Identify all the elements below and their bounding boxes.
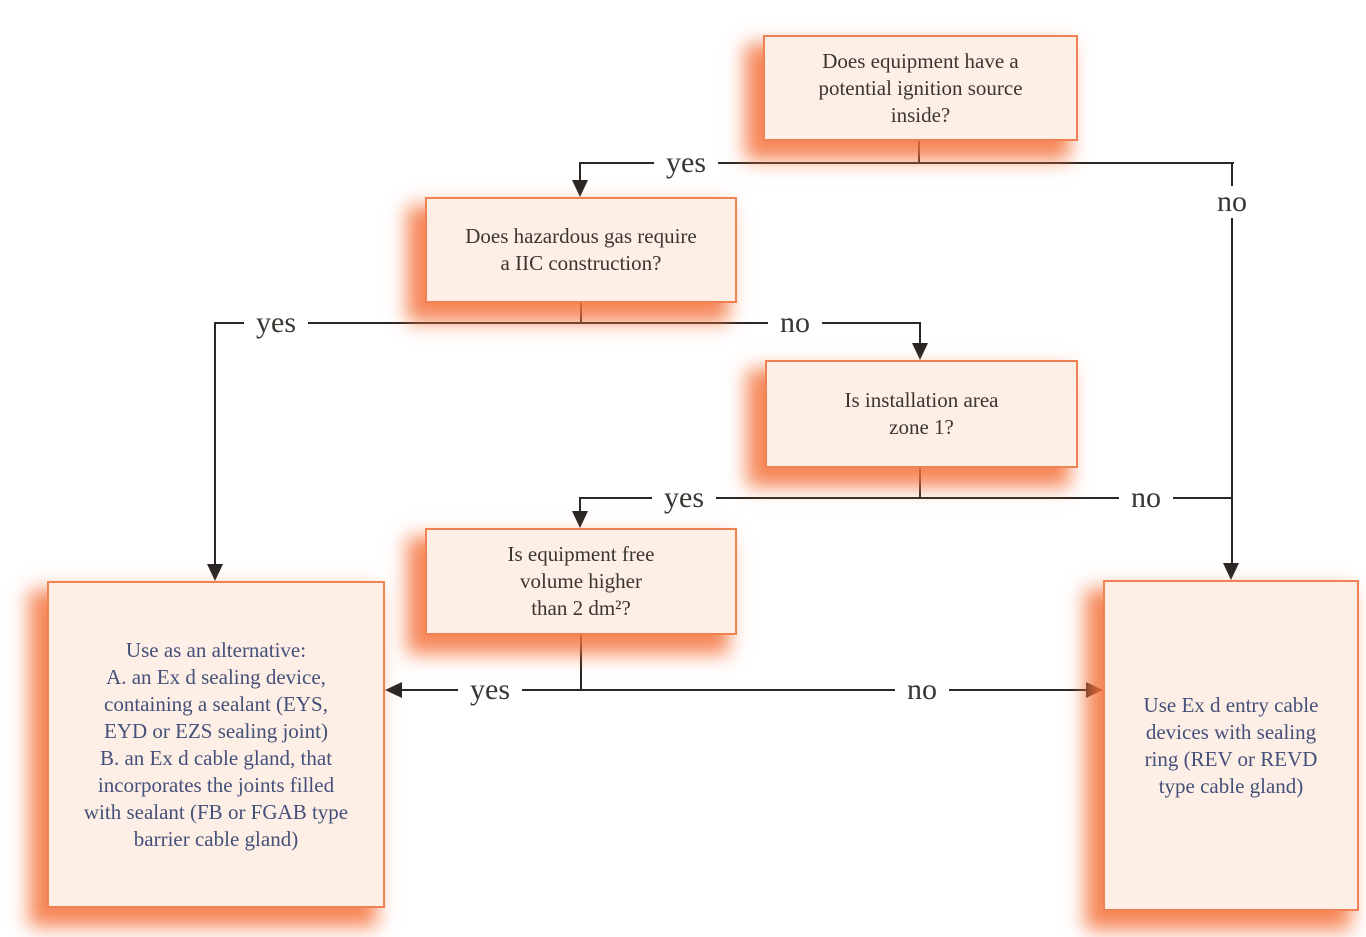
connector-ignition-no-drop (1231, 162, 1233, 564)
connector-zone-branch-horizontal (579, 497, 1233, 499)
connector-iic-branch-horizontal (214, 322, 921, 324)
edge-label-volume-no: no (895, 674, 949, 706)
connector-iic-stem (580, 303, 582, 324)
edge-label-iic-yes: yes (244, 307, 308, 339)
edge-label-zone-no: no (1119, 482, 1173, 514)
arrowhead-down-icon (207, 564, 223, 581)
arrowhead-left-icon (385, 682, 402, 698)
node-alternative-sealing-outcome: Use as an alternative: A. an Ex d sealin… (47, 581, 385, 908)
edge-label-volume-yes: yes (458, 674, 522, 706)
connector-ignition-stem (918, 140, 920, 164)
node-free-volume-question: Is equipment free volume higher than 2 d… (425, 528, 737, 635)
node-iic-construction-question: Does hazardous gas require a IIC constru… (425, 197, 737, 303)
connector-iic-yes-drop (214, 322, 216, 564)
connector-ignition-yes-drop (579, 162, 581, 182)
edge-label-ignition-yes: yes (654, 147, 718, 179)
arrowhead-down-icon (1223, 563, 1239, 580)
connector-zone-yes-drop (579, 497, 581, 511)
connector-ignition-branch-horizontal (579, 162, 1234, 164)
arrowhead-down-icon (572, 180, 588, 197)
connector-iic-no-drop (919, 322, 921, 343)
edge-label-iic-no: no (768, 307, 822, 339)
edge-label-zone-yes: yes (652, 482, 716, 514)
arrowhead-right-icon (1086, 682, 1103, 698)
edge-label-ignition-no: no (1205, 186, 1259, 218)
arrowhead-down-icon (912, 343, 928, 360)
node-exd-entry-devices-outcome: Use Ex d entry cable devices with sealin… (1103, 580, 1359, 911)
node-zone1-question: Is installation area zone 1? (765, 360, 1078, 468)
connector-volume-branch-horizontal (402, 689, 1086, 691)
connector-volume-stem (580, 635, 582, 690)
connector-zone-stem (919, 468, 921, 499)
node-ignition-source-question: Does equipment have a potential ignition… (763, 35, 1078, 141)
arrowhead-down-icon (572, 511, 588, 528)
